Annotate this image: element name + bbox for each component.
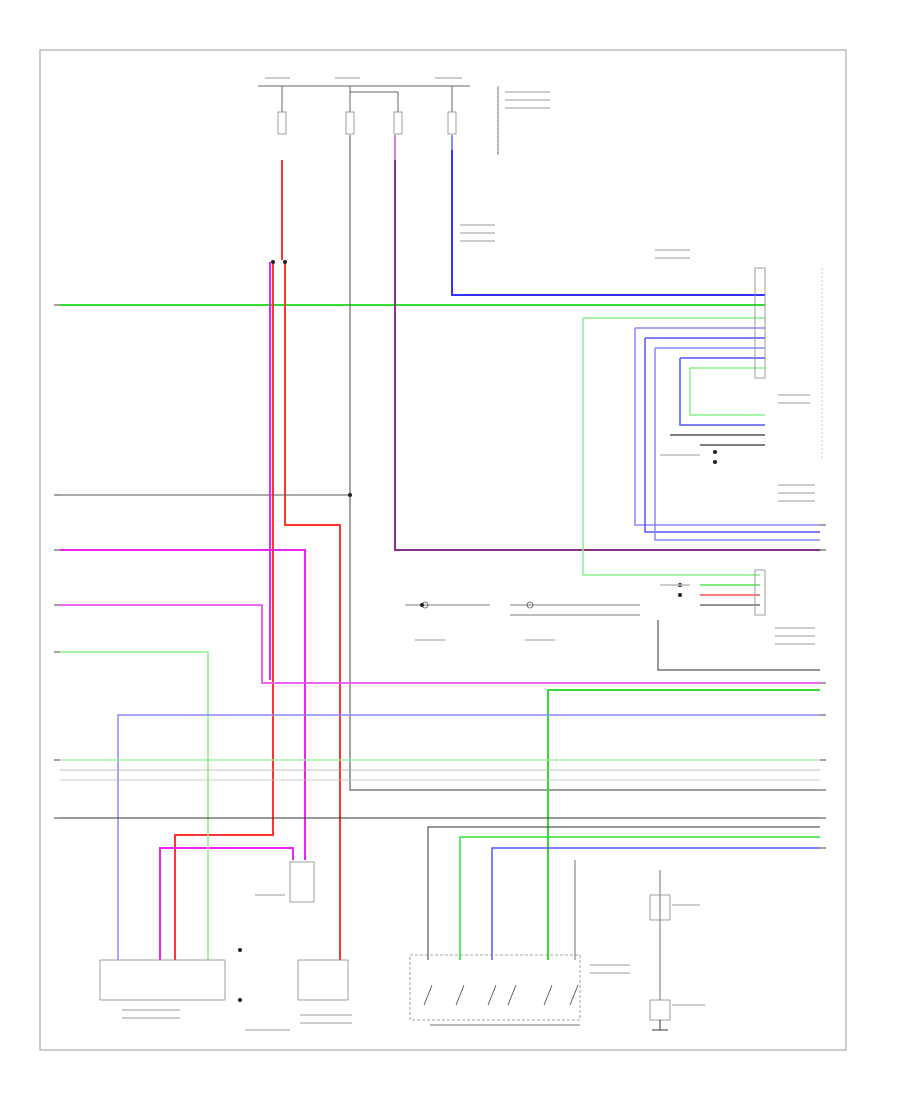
ground-symbol [652,1020,668,1031]
sensor-leads [574,584,820,1000]
boundary-lines [497,86,823,460]
power-rail [258,85,499,155]
fuse-blocks [277,111,457,135]
wire-blue-2 [491,847,820,960]
right-terminal-ticks [820,524,826,849]
wire-black-1 [427,826,820,960]
left-terminal-ticks [54,304,60,819]
center-switch-module [405,601,640,616]
wire-red-3 [284,262,341,960]
wire-red-2 [174,262,274,960]
right-connector-wires [582,317,820,576]
wire-lightgreen-1 [60,651,209,960]
wire-gray-main [349,135,820,791]
wire-blue-top [451,150,765,296]
diagram-frame [39,49,847,1051]
splice-dots [238,260,717,1002]
switch-symbols [423,984,580,1026]
wire-green-3 [459,836,820,960]
wire-lightblue-1 [117,714,820,960]
component-boxes [99,267,766,1021]
wire-green-2 [547,689,820,960]
wire-magenta-1 [60,549,306,860]
wire-magenta-2 [60,604,820,684]
wire-purple [394,160,820,551]
label-placeholders [122,77,815,1031]
wire-magenta-3 [159,847,294,960]
